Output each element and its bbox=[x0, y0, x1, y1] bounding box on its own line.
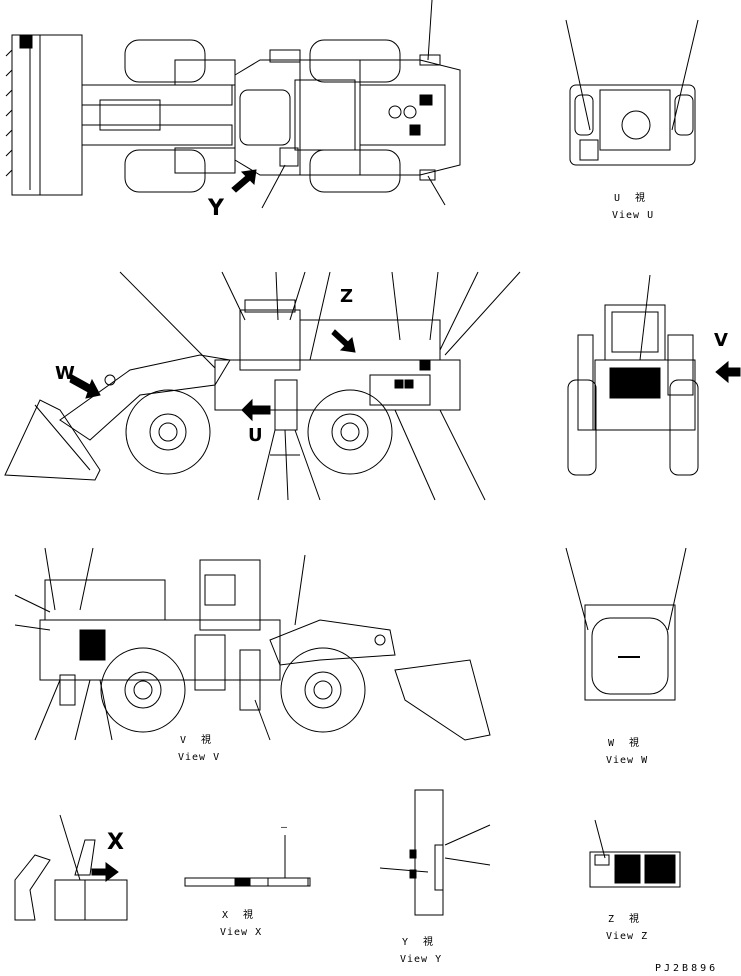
view-v-drawing bbox=[568, 275, 740, 475]
view-w-label-jp: W 視 bbox=[608, 738, 641, 749]
view-y-label-jp: Y 視 bbox=[402, 937, 435, 948]
callout-y: Y bbox=[208, 196, 224, 221]
callout-z: Z bbox=[340, 286, 354, 307]
view-z-label-en: View Z bbox=[606, 931, 649, 942]
top-view-loader bbox=[6, 0, 460, 208]
callout-w: W bbox=[55, 363, 75, 384]
view-x-label-jp: X 視 bbox=[222, 910, 255, 921]
side-view-right bbox=[15, 548, 490, 740]
view-v-label-jp: V 視 bbox=[180, 735, 213, 746]
arrow-u bbox=[242, 400, 270, 420]
arrow-z bbox=[332, 330, 355, 352]
view-x-drawing bbox=[185, 835, 310, 886]
arrow-w bbox=[70, 375, 100, 398]
view-w-label-en: View W bbox=[606, 755, 649, 766]
view-w-drawing bbox=[566, 548, 686, 700]
control-console-drawing bbox=[15, 815, 127, 920]
view-z-drawing bbox=[590, 820, 680, 887]
view-y-drawing bbox=[380, 790, 490, 915]
drawing-code: PJ2B896 bbox=[655, 963, 719, 974]
callout-x: X bbox=[107, 830, 124, 855]
arrow-x bbox=[92, 863, 118, 881]
view-x-label-en: View X bbox=[220, 927, 263, 938]
callout-v: V bbox=[714, 330, 728, 351]
side-view-left bbox=[5, 272, 520, 500]
view-y-label-en: View Y bbox=[400, 954, 443, 965]
view-z-label-jp: Z 視 bbox=[608, 914, 641, 925]
view-v-label-en: View V bbox=[178, 752, 221, 763]
arrow-v bbox=[716, 362, 740, 382]
view-u-drawing bbox=[566, 20, 698, 165]
dash-mark: – bbox=[281, 822, 289, 833]
view-u-label-en: View U bbox=[612, 210, 655, 221]
callout-u: U bbox=[248, 425, 263, 446]
view-u-label-jp: U 視 bbox=[614, 193, 647, 204]
